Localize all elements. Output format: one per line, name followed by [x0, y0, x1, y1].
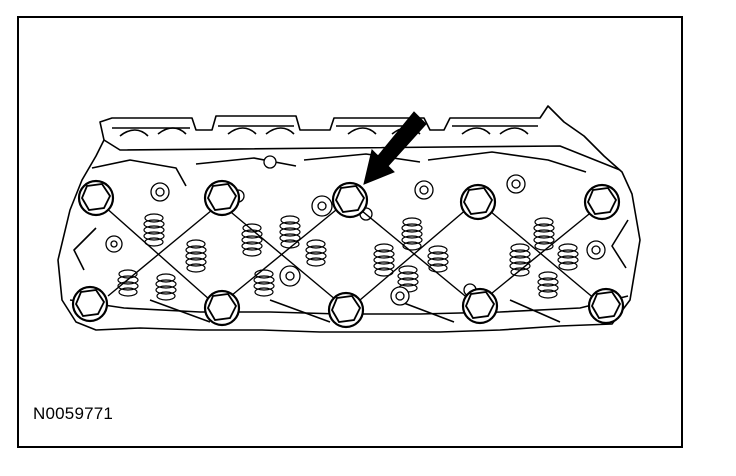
- head-bolt: [203, 179, 241, 217]
- valve-springs: [117, 213, 579, 301]
- head-bolt: [331, 181, 369, 219]
- valve-spring: [537, 271, 559, 299]
- valve-spring: [241, 223, 263, 257]
- valve-spring: [117, 269, 139, 297]
- valve-spring: [279, 215, 301, 249]
- valve-spring: [509, 243, 531, 277]
- callout-arrow-icon: [363, 111, 427, 185]
- valve-spring: [155, 273, 177, 301]
- head-bolt: [459, 183, 497, 221]
- head-bolt: [587, 287, 625, 325]
- head-bolt: [327, 291, 365, 329]
- valve-spring: [143, 213, 165, 247]
- head-bolt: [203, 289, 241, 327]
- valve-spring: [253, 269, 275, 297]
- valve-spring: [427, 245, 449, 273]
- head-bolt: [461, 287, 499, 325]
- valve-spring: [185, 239, 207, 273]
- figure-frame: [17, 16, 683, 448]
- head-bolt: [583, 183, 621, 221]
- head-bolt: [71, 285, 109, 323]
- valve-spring: [401, 217, 423, 251]
- head-bolts: [71, 179, 625, 329]
- rocker-arms: [103, 205, 597, 301]
- valve-spring: [533, 217, 555, 251]
- valve-spring: [373, 243, 395, 277]
- valve-spring: [305, 239, 327, 267]
- valve-spring: [557, 243, 579, 271]
- head-bolt: [77, 179, 115, 217]
- figure-reference-code: N0059771: [33, 404, 114, 423]
